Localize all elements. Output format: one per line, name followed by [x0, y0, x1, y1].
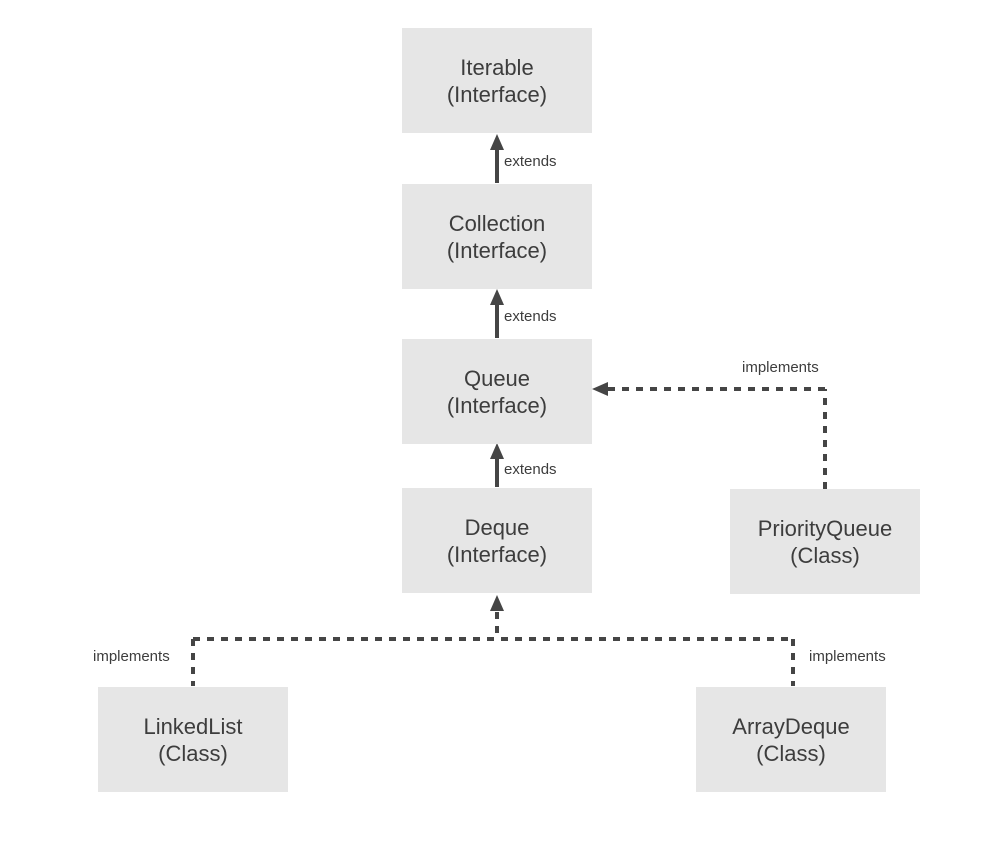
node-stereotype: (Interface) — [446, 392, 548, 418]
arrowhead-up-icon — [490, 289, 504, 305]
arrowhead-up-icon — [490, 443, 504, 459]
node-collection: Collection (Interface) — [402, 184, 592, 289]
node-linkedlist: LinkedList (Class) — [98, 687, 288, 792]
edge-label-implements-linkedlist: implements — [93, 648, 170, 665]
node-arraydeque: ArrayDeque (Class) — [696, 687, 886, 792]
node-stereotype: (Class) — [756, 740, 826, 766]
edge-extends-collection-to-iterable — [490, 134, 504, 183]
node-name: Deque — [464, 514, 530, 540]
node-iterable: Iterable (Interface) — [402, 28, 592, 133]
arrowhead-up-icon — [490, 595, 504, 611]
node-name: LinkedList — [143, 713, 243, 739]
edge-label-extends-collection-iterable: extends — [504, 153, 557, 170]
node-stereotype: (Interface) — [446, 81, 548, 107]
node-name: Collection — [448, 210, 546, 236]
node-stereotype: (Class) — [790, 542, 860, 568]
node-name: PriorityQueue — [757, 515, 893, 541]
node-stereotype: (Interface) — [446, 541, 548, 567]
node-stereotype: (Interface) — [446, 237, 548, 263]
node-stereotype: (Class) — [158, 740, 228, 766]
node-name: Queue — [463, 365, 531, 391]
edge-extends-deque-to-queue — [490, 443, 504, 487]
arrowhead-left-icon — [592, 382, 608, 396]
node-deque: Deque (Interface) — [402, 488, 592, 593]
node-priorityqueue: PriorityQueue (Class) — [730, 489, 920, 594]
edge-label-extends-queue-collection: extends — [504, 308, 557, 325]
node-name: Iterable — [460, 54, 534, 80]
edge-implements-priorityqueue-to-queue — [592, 382, 827, 489]
node-name: ArrayDeque — [732, 713, 850, 739]
edge-label-implements-arraydeque: implements — [809, 648, 886, 665]
edge-extends-queue-to-collection — [490, 289, 504, 338]
edge-label-extends-deque-queue: extends — [504, 461, 557, 478]
node-queue: Queue (Interface) — [402, 339, 592, 444]
edge-implements-trunk-to-deque — [193, 595, 793, 641]
arrowhead-up-icon — [490, 134, 504, 150]
edge-label-implements-priorityqueue: implements — [742, 359, 819, 376]
